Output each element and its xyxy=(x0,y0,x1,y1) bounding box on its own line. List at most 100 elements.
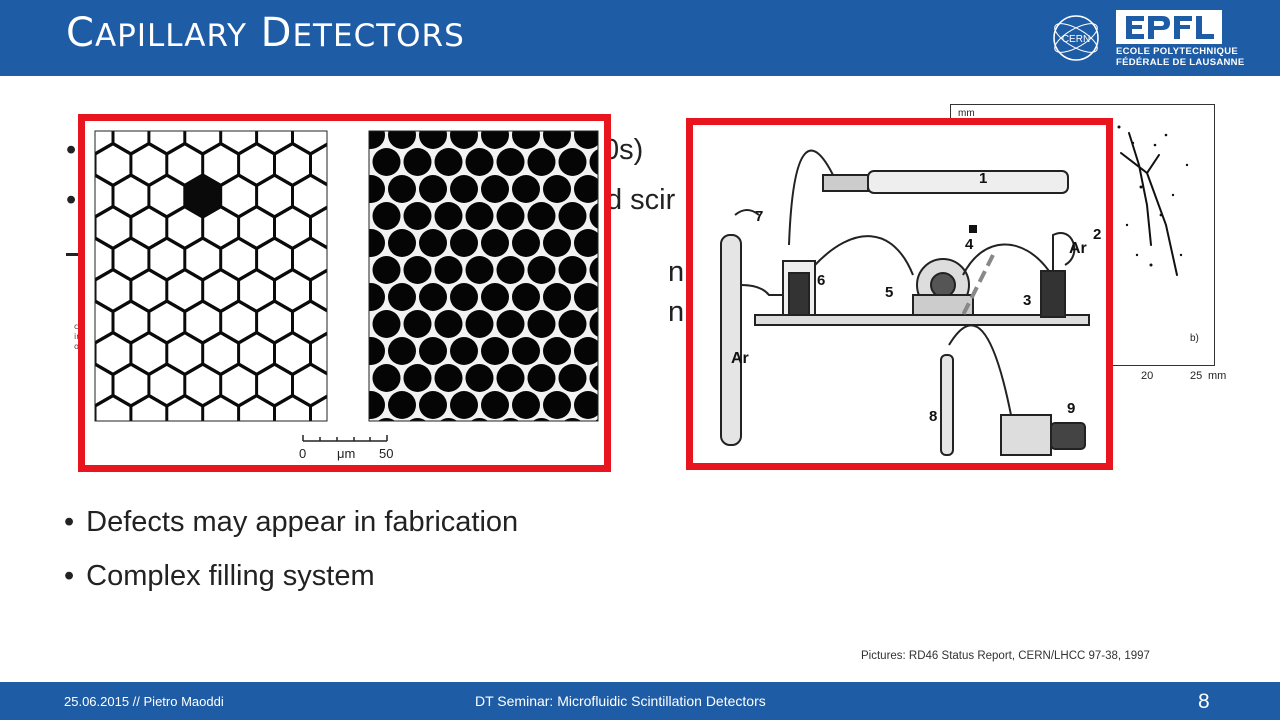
capillary-fiber xyxy=(403,256,432,284)
capillary-fiber xyxy=(527,202,556,230)
capillary-cell xyxy=(95,177,112,215)
capillary-fiber xyxy=(481,131,509,149)
capillary-fiber xyxy=(388,391,416,419)
apparatus-label: 2 xyxy=(1093,226,1101,243)
capillary-cell xyxy=(294,240,327,278)
capillary-cell xyxy=(95,131,112,152)
capillary-cell xyxy=(294,366,327,404)
capillary-cell xyxy=(186,429,219,465)
capillary-micrograph: 0 μm 50 xyxy=(85,130,599,465)
capillary-fiber xyxy=(527,148,556,176)
capillary-fiber xyxy=(450,229,478,257)
capillary-fiber xyxy=(558,364,587,392)
capillary-fiber xyxy=(465,202,494,230)
bullet-defects: Defects may appear in fabrication xyxy=(64,506,518,539)
capillary-cell xyxy=(204,271,238,310)
capillary-fiber xyxy=(543,229,571,257)
capillary-fiber xyxy=(450,131,478,149)
capillary-cell xyxy=(312,398,327,421)
capillary-fiber xyxy=(465,256,494,284)
capillary-cell xyxy=(276,208,309,247)
capillary-cell xyxy=(96,271,130,310)
capillary-fiber xyxy=(408,418,427,421)
capillary-fiber xyxy=(512,131,540,149)
apparatus-label: 4 xyxy=(965,236,974,253)
capillary-fiber xyxy=(594,419,598,421)
capillary-cell xyxy=(240,271,273,310)
capillary-fiber xyxy=(450,283,478,311)
capillary-fiber xyxy=(434,148,463,176)
capillary-fiber xyxy=(372,202,401,230)
capillary-cell xyxy=(294,303,327,341)
capillary-fiber xyxy=(465,364,494,392)
capillary-cell xyxy=(258,303,291,341)
capillary-fiber xyxy=(512,391,540,419)
capillary-fiber xyxy=(512,337,540,365)
capillary-fiber xyxy=(512,229,540,257)
capillary-fiber xyxy=(512,175,540,203)
capillary-fiber xyxy=(574,391,598,419)
capillary-cell xyxy=(85,429,112,465)
capillary-fiber xyxy=(543,283,571,311)
filling-apparatus-diagram: 1 2 3 4 5 6 7 8 9 Ar Ar xyxy=(720,149,1101,456)
capillary-fiber xyxy=(589,149,598,175)
tracks-plot-x-tick: 25 xyxy=(1190,370,1203,382)
capillary-fiber xyxy=(496,202,525,230)
capillary-cell xyxy=(96,334,130,373)
capillary-fiber xyxy=(481,283,509,311)
capillary-cell xyxy=(168,145,202,184)
capillary-cell xyxy=(132,334,166,373)
capillary-cell xyxy=(150,240,184,278)
capillary-fiber xyxy=(372,310,401,338)
capillary-fiber xyxy=(512,283,540,311)
capillary-fiber xyxy=(501,418,520,421)
capillary-cell xyxy=(276,145,309,184)
capillary-cell xyxy=(240,208,273,247)
capillary-cell xyxy=(276,397,309,421)
occluded-text-fragment: n xyxy=(668,296,685,328)
capillary-cell xyxy=(186,366,220,404)
slide-title: CAPILLARY DETECTORS xyxy=(66,10,465,56)
capillary-cell xyxy=(294,131,327,152)
capillary-fiber xyxy=(419,229,447,257)
occluded-dash xyxy=(66,253,80,256)
apparatus-gas-label: Ar xyxy=(1069,240,1087,257)
capillary-cell xyxy=(258,131,291,152)
capillary-fiber xyxy=(558,310,587,338)
occluded-text-fragment: d scir xyxy=(606,184,676,216)
micrograph-figure: 0 μm 50 xyxy=(78,114,611,472)
capillary-fiber xyxy=(388,283,416,311)
capillary-fiber xyxy=(465,148,494,176)
capillary-cell xyxy=(312,209,327,246)
capillary-cell xyxy=(222,240,256,278)
capillary-cell xyxy=(204,397,238,421)
capillary-fiber xyxy=(496,310,525,338)
scale-min: 0 xyxy=(299,446,306,461)
capillary-fiber xyxy=(496,148,525,176)
capillary-fiber xyxy=(532,418,551,421)
capillary-fiber xyxy=(369,229,385,257)
picture-credit: Pictures: RD46 Status Report, CERN/LHCC … xyxy=(861,650,1150,662)
capillary-cell xyxy=(204,334,238,373)
capillary-fiber xyxy=(470,418,489,421)
epfl-logo-line1: ECOLE POLYTECHNIQUE xyxy=(1116,46,1239,57)
header-bar: CAPILLARY DETECTORS CERN ECOLE POLYTECHN… xyxy=(0,0,1280,76)
capillary-cell xyxy=(150,366,184,404)
capillary-fiber xyxy=(574,283,598,311)
capillary-cell xyxy=(312,272,327,309)
capillary-fiber xyxy=(434,364,463,392)
capillary-fiber xyxy=(496,256,525,284)
capillary-fiber xyxy=(543,131,571,149)
epfl-logo: ECOLE POLYTECHNIQUE FÉDÉRALE DE LAUSANNE xyxy=(1116,10,1244,68)
capillary-fiber xyxy=(543,175,571,203)
capillary-cell xyxy=(222,366,256,404)
capillary-cell xyxy=(258,177,291,215)
apparatus-label: 7 xyxy=(755,208,763,225)
capillary-cell xyxy=(222,131,256,152)
capillary-fiber xyxy=(574,337,598,365)
capillary-fiber xyxy=(558,202,587,230)
apparatus-label: 3 xyxy=(1023,292,1031,309)
capillary-fiber xyxy=(403,148,432,176)
apparatus-label: 8 xyxy=(929,408,937,425)
capillary-fiber xyxy=(496,364,525,392)
